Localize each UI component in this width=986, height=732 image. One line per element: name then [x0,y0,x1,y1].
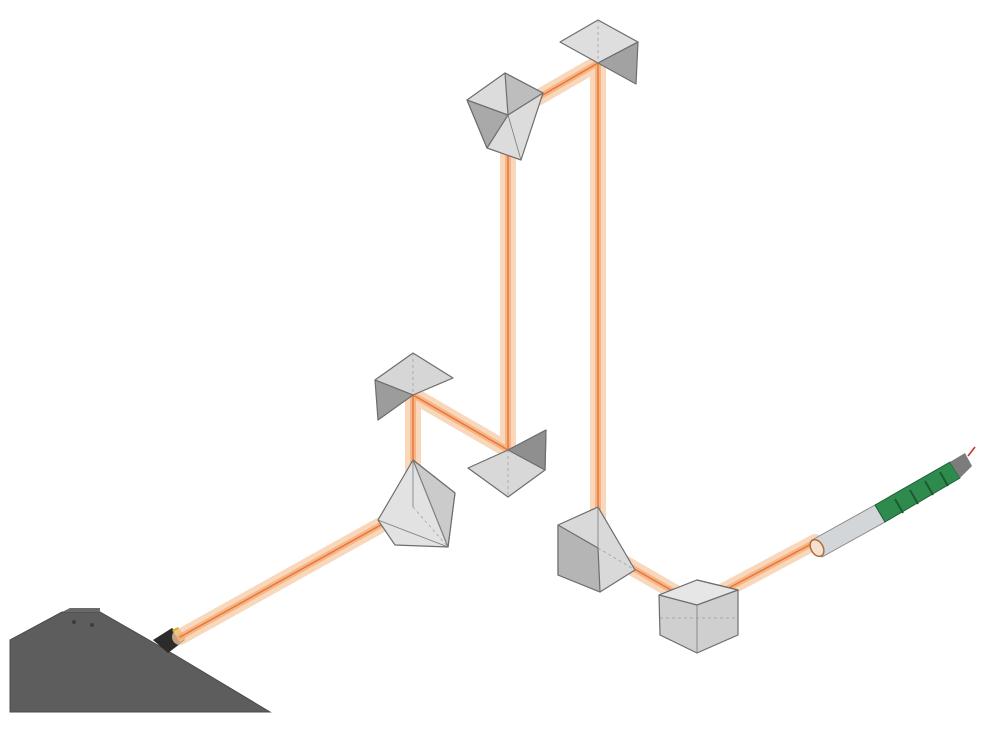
laser-source-housing [9,608,272,713]
mirror-6 [557,506,636,593]
cutting-head [809,446,976,558]
mirror-3 [467,429,547,498]
mirror-2 [374,352,454,421]
mirror-4 [466,72,544,161]
mirror-1 [377,459,456,548]
mirror-7 [658,579,739,654]
mirror-5 [559,19,639,85]
